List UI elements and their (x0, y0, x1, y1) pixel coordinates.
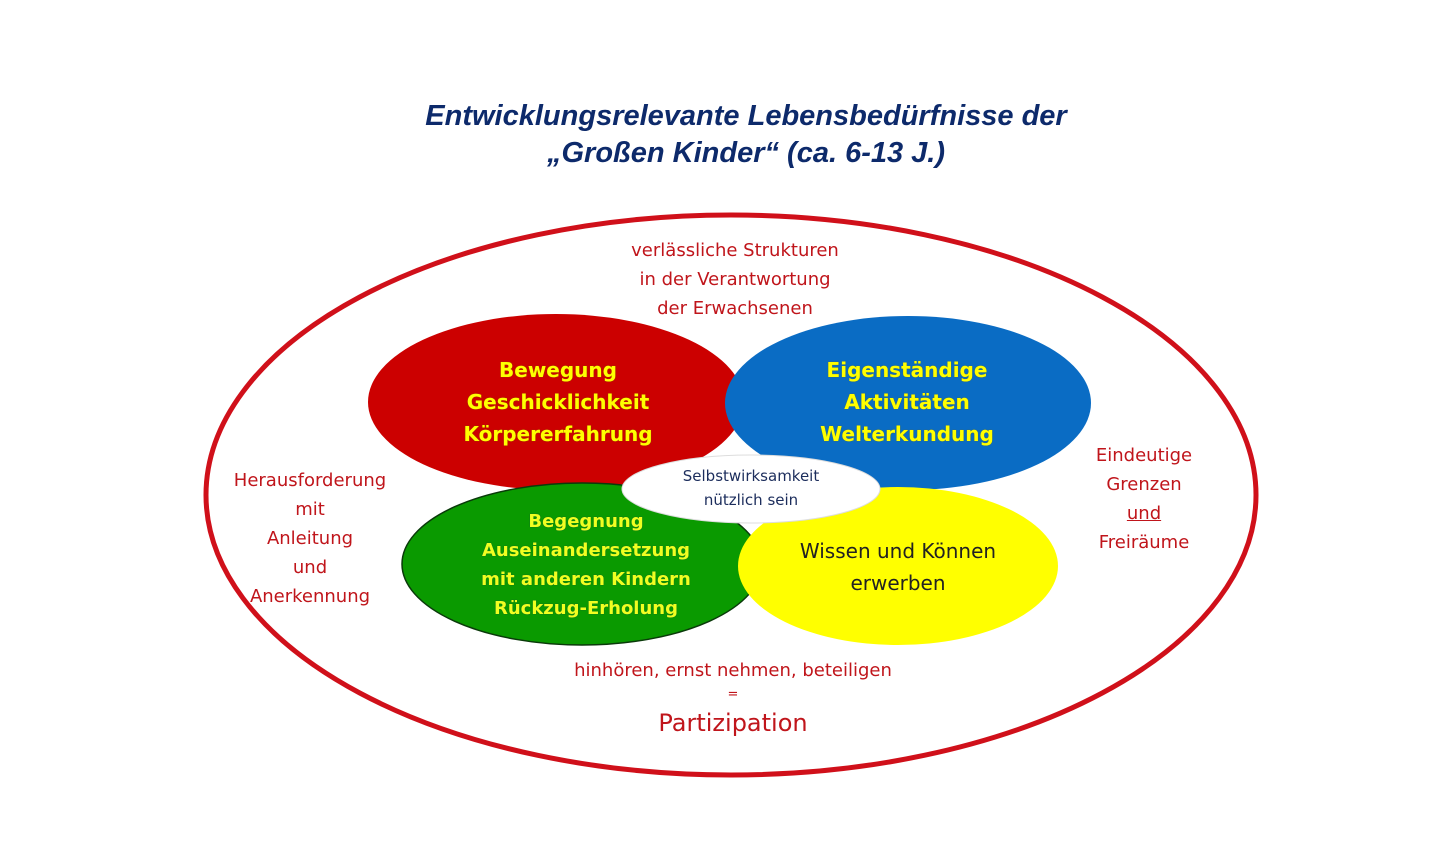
right-text-line: Grenzen (1106, 474, 1182, 495)
ellipse-label: Geschicklichkeit (466, 390, 650, 414)
right-text-line: und (1126, 503, 1162, 524)
top-text-line: in der Verantwortung (639, 269, 831, 290)
ellipse-label: Aktivitäten (844, 390, 970, 414)
yellow-ellipse-text: Wissen und Können erwerben (800, 535, 996, 599)
top-text: verlässliche Strukturen in der Verantwor… (631, 236, 839, 323)
ellipse-label: Bewegung (499, 358, 617, 382)
blue-ellipse-text: Eigenständige Aktivitäten Welterkundung (820, 354, 994, 450)
ellipse-label: Begegnung (528, 511, 644, 532)
bottom-text: hinhören, ernst nehmen, beteiligen = Par… (574, 656, 892, 741)
ellipse-label: Selbstwirksamkeit (682, 467, 820, 485)
left-text-line: Herausforderung (233, 470, 387, 491)
bottom-text-line: hinhören, ernst nehmen, beteiligen (574, 660, 892, 681)
ellipse-label: mit anderen Kindern (481, 569, 691, 590)
participation-label: Partizipation (658, 709, 808, 737)
red-ellipse (368, 314, 744, 490)
title-line-1: Entwicklungsrelevante Lebensbedürfnisse … (425, 100, 1067, 132)
left-text-line: und (292, 557, 328, 578)
top-text-line: verlässliche Strukturen (631, 240, 839, 261)
ellipse-label: Welterkundung (820, 422, 994, 446)
ellipse-label: Auseinandersetzung (481, 540, 691, 561)
equals-sign: = (727, 687, 739, 702)
outer-ellipse (203, 212, 1259, 778)
right-text: Eindeutige Grenzen und Freiräume (1096, 441, 1192, 557)
right-text-line: Freiräume (1098, 532, 1190, 553)
page-title: Entwicklungsrelevante Lebensbedürfnisse … (425, 98, 1066, 172)
ellipse-label: Wissen und Können (799, 539, 997, 563)
ellipse-label: nützlich sein (703, 491, 799, 509)
center-ellipse-text: Selbstwirksamkeit nützlich sein (683, 464, 819, 512)
center-ellipse (621, 454, 881, 524)
ellipse-label: Rückzug-Erholung (493, 598, 678, 619)
title-line-2: „Großen Kinder“ (ca. 6-13 J.) (546, 137, 946, 169)
red-ellipse-text: Bewegung Geschicklichkeit Körpererfahrun… (463, 354, 652, 450)
green-ellipse-text: Begegnung Auseinandersetzung mit anderen… (481, 507, 691, 623)
ellipse-label: erwerben (850, 571, 946, 595)
left-text-line: Anerkennung (249, 586, 371, 607)
right-text-line: Eindeutige (1095, 445, 1193, 466)
left-text-line: mit (295, 499, 325, 520)
ellipse-label: Eigenständige (826, 358, 988, 382)
left-text-line: Anleitung (266, 528, 354, 549)
yellow-ellipse (738, 487, 1058, 645)
top-text-line: der Erwachsenen (657, 298, 813, 319)
blue-ellipse (725, 316, 1091, 490)
left-text: Herausforderung mit Anleitung und Anerke… (234, 466, 386, 611)
ellipse-label: Körpererfahrung (463, 422, 653, 446)
